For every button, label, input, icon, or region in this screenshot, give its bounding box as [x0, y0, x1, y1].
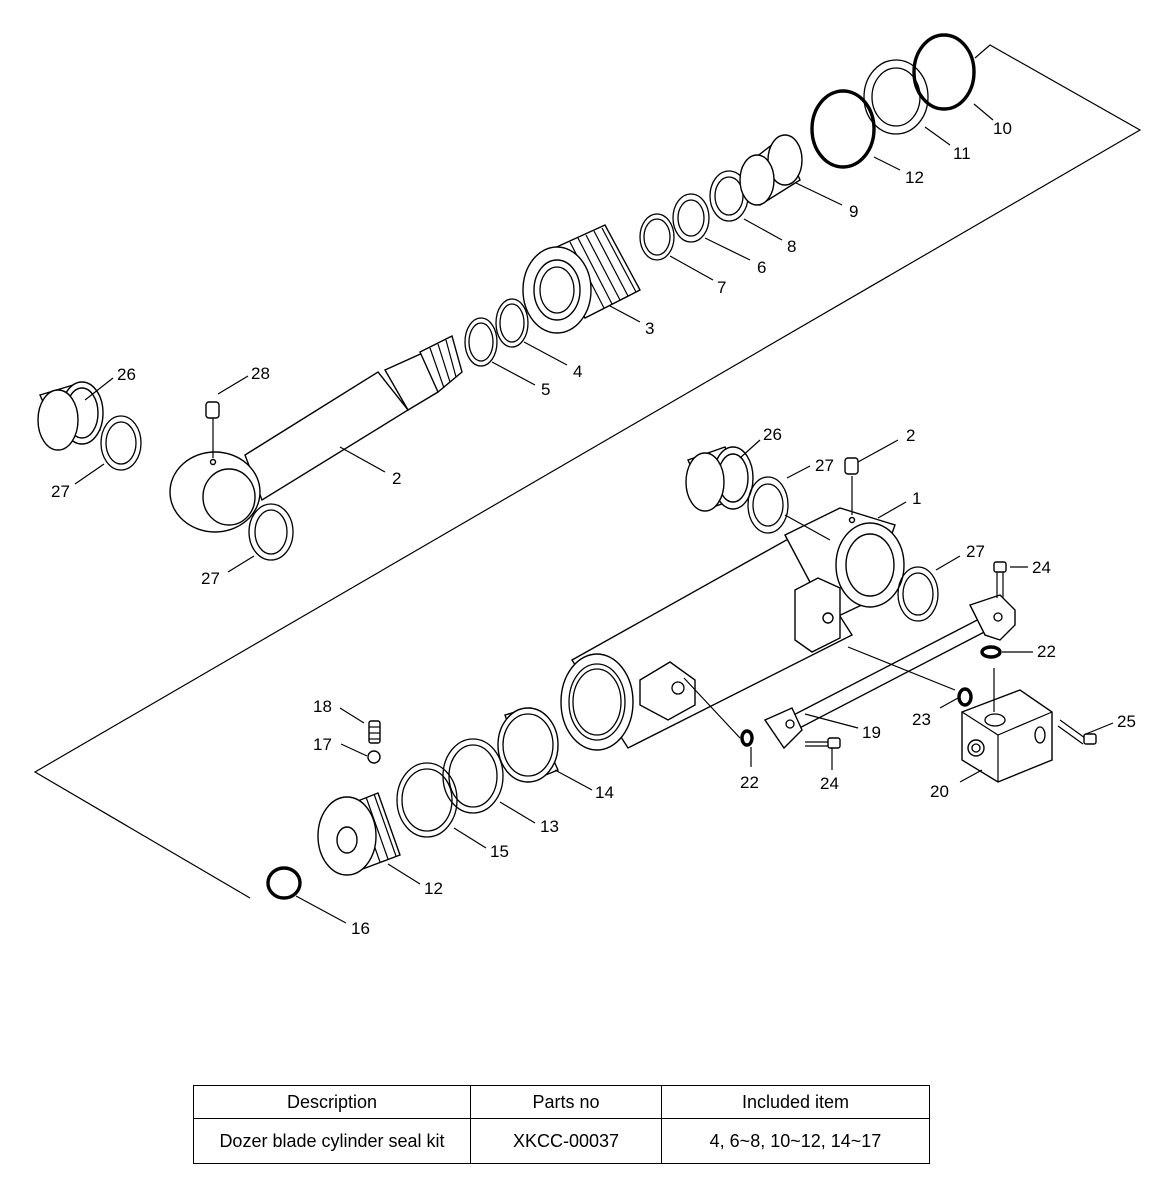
part-27-dust-seal-lower	[248, 503, 294, 561]
part-14-piston-seal	[442, 738, 504, 814]
callout-16: 15	[490, 842, 509, 861]
callout-20: 19	[862, 723, 881, 742]
part-26-bushing-right	[685, 446, 754, 512]
callout-17: 16	[351, 919, 370, 938]
part-28-grease-nipple	[205, 401, 220, 458]
part-2-piston-rod	[169, 334, 463, 533]
part-24-bolt-lower	[805, 737, 841, 749]
part-21-valve-block	[961, 689, 1053, 783]
part-11-backup-ring	[863, 59, 929, 135]
callout-6: 6	[757, 258, 766, 277]
callout-19: 18	[313, 697, 332, 716]
callout-26: 26	[763, 425, 782, 444]
callout-21: 20	[930, 782, 949, 801]
callout-25: 25	[1117, 712, 1136, 731]
callout-1: 1	[912, 489, 921, 508]
header-included-item: Included item	[661, 1085, 930, 1119]
part-15-slide-ring	[497, 707, 559, 783]
part-27-dust-seal-right	[897, 566, 939, 622]
callout-2: 2	[392, 469, 401, 488]
cell-included-item: 4, 6~8, 10~12, 14~17	[661, 1118, 930, 1164]
part-2-grease-nipple	[844, 457, 859, 515]
part-9-bushing	[739, 134, 803, 207]
callout-18: 17	[313, 735, 332, 754]
part-24-bolt-upper	[993, 561, 1007, 598]
exploded-parts-diagram: 10 11 12 9 8 6 7 3 4 5 2 28 26 27 27 26 …	[33, 33, 1142, 938]
leader-line	[784, 514, 831, 541]
callout-15: 14	[595, 783, 614, 802]
part-19-set-screw	[368, 720, 381, 744]
callout-27: 27	[51, 482, 70, 501]
table-row: Dozer blade cylinder seal kit XKCC-00037…	[193, 1118, 930, 1164]
callout-22: 22	[740, 773, 759, 792]
part-20-pipe	[763, 594, 1016, 750]
part-27-dust-seal-upper-right	[747, 476, 789, 534]
callout-11: 11	[953, 144, 971, 163]
part-16-wear-ring	[396, 762, 458, 838]
callout-26: 26	[117, 365, 136, 384]
part-18-steel-ball	[367, 750, 381, 764]
callout-labels: 10 11 12 9 8 6 7 3 4 5 2 28 26 27 27 26 …	[51, 119, 1136, 938]
part-12-o-ring	[810, 89, 876, 169]
callout-23: 23	[912, 710, 931, 729]
part-26-bushing-left	[37, 381, 104, 451]
part-17-o-ring	[266, 866, 302, 900]
part-22-o-ring-lower	[740, 729, 754, 747]
cell-description: Dozer blade cylinder seal kit	[193, 1118, 471, 1164]
callout-3: 3	[645, 319, 654, 338]
callout-2: 2	[906, 426, 915, 445]
callout-24: 24	[820, 774, 839, 793]
part-6-packing	[672, 193, 710, 243]
leader-lines	[74, 103, 1114, 924]
header-parts-no: Parts no	[470, 1085, 662, 1119]
part-13-piston	[317, 792, 401, 876]
part-27-dust-seal-left	[100, 415, 142, 471]
callout-27: 27	[201, 569, 220, 588]
seal-kit-table: Description Parts no Included item Dozer…	[193, 1085, 930, 1164]
callout-28: 28	[251, 364, 270, 383]
cell-parts-no: XKCC-00037	[470, 1118, 662, 1164]
callout-10: 10	[993, 119, 1012, 138]
callout-27: 27	[815, 456, 834, 475]
part-1-cylinder-tube	[560, 507, 905, 751]
callout-13: 12	[424, 879, 443, 898]
part-25-bolt	[1057, 719, 1097, 745]
callout-24: 24	[1032, 558, 1051, 577]
callout-9: 9	[849, 202, 858, 221]
callout-22: 22	[1037, 642, 1056, 661]
callout-8: 8	[787, 237, 796, 256]
part-3-rod-cover	[522, 224, 641, 334]
callout-14: 13	[540, 817, 559, 836]
tube-flange-block	[639, 661, 696, 721]
part-5-snap-ring	[464, 317, 498, 367]
part-22-o-ring-upper	[980, 645, 1002, 659]
part-10-o-ring	[912, 33, 976, 111]
table-header-row: Description Parts no Included item	[193, 1085, 930, 1119]
callout-12: 12	[905, 168, 924, 187]
header-description: Description	[193, 1085, 471, 1119]
callout-27: 27	[966, 542, 985, 561]
part-7-packing	[639, 213, 675, 261]
part-4-backup-ring	[495, 298, 529, 348]
part-23-o-ring	[957, 687, 973, 707]
assembly-boundary-line	[33, 44, 1142, 899]
callout-7: 7	[717, 278, 726, 297]
callout-4: 4	[573, 362, 582, 381]
callout-5: 5	[541, 380, 550, 399]
